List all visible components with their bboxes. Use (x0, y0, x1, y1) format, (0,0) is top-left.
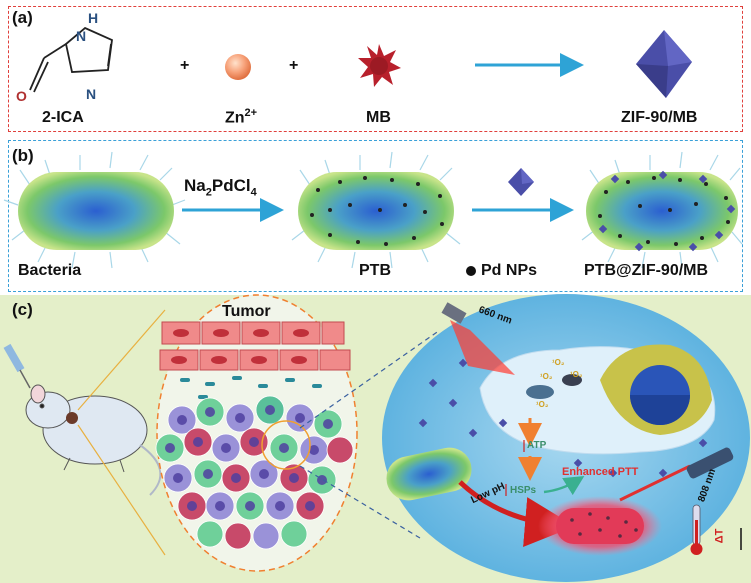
aldehyde-oxygen: O (16, 88, 27, 104)
label-2-ica: 2-ICA (42, 109, 84, 126)
thermometer-icon (690, 504, 703, 555)
label-bacteria: Bacteria (18, 262, 82, 279)
zif-octahedron-small (508, 168, 534, 196)
syringe-illustration (3, 343, 31, 389)
imidazole-structure (29, 26, 113, 93)
zinc-ion-sphere (225, 54, 251, 80)
plus-sign-1: + (180, 57, 190, 74)
green-arrow (543, 476, 585, 496)
bacterium-plain (3, 151, 186, 269)
blood-vessel-cells (159, 321, 351, 371)
laser-808-device (619, 447, 734, 502)
tumor-cell-cutaway (479, 344, 716, 455)
label-enhanced-ptt: Enhanced PTT (562, 466, 639, 478)
label-tumor: Tumor (222, 303, 271, 320)
label-delta-t: ΔT (713, 528, 726, 544)
imidazole-n-bottom: N (86, 86, 97, 102)
label-singlet-oxygen-3: ¹O₂ (570, 370, 583, 379)
bacterium-ptb (291, 151, 461, 269)
plus-sign-2: + (289, 57, 299, 74)
scattered-zif-particles (418, 358, 708, 478)
bacteria-fragments (180, 376, 322, 402)
mouse-illustration (25, 384, 162, 496)
label-atp: ATP (527, 440, 547, 451)
laser-660-device (441, 302, 515, 375)
label-mb: MB (366, 109, 391, 126)
label-singlet-oxygen-4: ¹O₂ (536, 400, 549, 409)
imidazole-n-top: N (76, 28, 87, 44)
label-pd-nps: Pd NPs (481, 262, 538, 279)
bacterium-ptb-zif (581, 151, 743, 269)
zoom-lines (77, 309, 166, 556)
label-ptb: PTB (359, 262, 391, 279)
pd-nps-legend-dot (466, 266, 476, 276)
label-hsps: HSPs (510, 485, 537, 496)
label-zif90-mb: ZIF-90/MB (621, 109, 698, 126)
heated-bacterium (538, 496, 662, 556)
panel-b-label: (b) (12, 146, 34, 165)
tumor-cell-nuclei (165, 405, 333, 511)
imidazole-nh-h: H (88, 10, 99, 26)
label-na2pdcl4: Na2PdCl4 (184, 176, 257, 199)
organelles (526, 374, 582, 399)
mb-star-molecule (358, 44, 401, 87)
label-singlet-oxygen-2: ¹O₂ (540, 372, 553, 381)
label-zn2plus: Zn2+ (225, 107, 258, 127)
zoom-dashed-lines (299, 329, 441, 539)
label-singlet-oxygen-1: ¹O₂ (552, 358, 565, 367)
label-ptb-zif90-mb: PTB@ZIF-90/MB (584, 262, 709, 279)
zif-octahedron (636, 30, 692, 98)
panel-a-label: (a) (12, 8, 33, 27)
bacterium-drug-carrier (386, 447, 472, 501)
zoom-highlight-circle (261, 420, 311, 470)
panel-c-label: (c) (12, 300, 33, 319)
